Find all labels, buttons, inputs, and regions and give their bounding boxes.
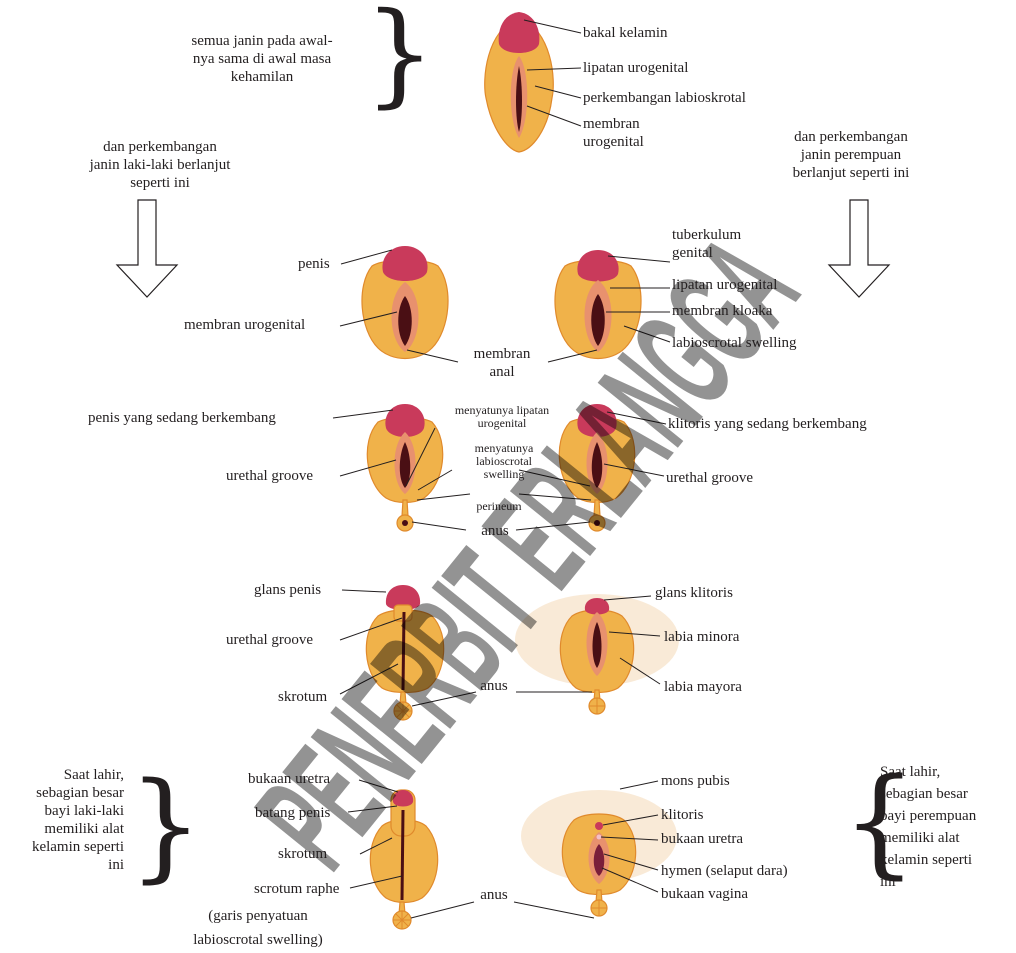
brace-top: } <box>364 0 435 110</box>
label-scrotum-raphe: scrotum raphe <box>254 880 339 898</box>
label-membran-urogenital: membran urogenital <box>583 115 644 151</box>
label-menyatunya-labioscrotal: menyatunya labioscrotal swelling <box>444 442 564 481</box>
male-branch-arrow <box>117 200 177 297</box>
label-skrotum-stage4: skrotum <box>278 688 327 706</box>
label-anus-stage4: anus <box>466 677 522 695</box>
label-hymen: hymen (selaput dara) <box>661 862 788 880</box>
label-membran-kloaka: membran kloaka <box>672 302 772 320</box>
brace-male: } <box>128 766 203 884</box>
label-urethal-groove-male: urethal groove <box>226 467 313 485</box>
female-branch-arrow <box>829 200 889 297</box>
male-birth-note: Saat lahir, sebagian besar bayi laki-lak… <box>0 766 124 874</box>
female-birth-note: Saat lahir, sebagian besar bayi perempua… <box>880 761 976 893</box>
label-tuberkulum-genital: tuberkulum genital <box>672 226 741 262</box>
branch-connector <box>447 181 573 215</box>
label-bukaan-uretra-male: bukaan uretra <box>248 770 330 788</box>
female-branch-text: dan perkembangan janin perempuan berlanj… <box>766 128 936 182</box>
label-klitoris-berkembang: klitoris yang sedang berkembang <box>668 415 867 433</box>
female-stage5-figure <box>521 790 677 916</box>
label-batang-penis: batang penis <box>255 804 330 822</box>
label-penis-berkembang: penis yang sedang berkembang <box>88 409 276 427</box>
label-membran-urogenital-male: membran urogenital <box>184 316 305 334</box>
label-klitoris: klitoris <box>661 806 704 824</box>
label-urethal-groove-female: urethal groove <box>666 469 753 487</box>
label-anus-stage3: anus <box>460 522 530 540</box>
label-urethal-groove-stage4: urethal groove <box>226 631 313 649</box>
label-anus-stage5: anus <box>466 886 522 904</box>
label-labia-minora: labia minora <box>664 628 739 646</box>
label-bukaan-vagina: bukaan vagina <box>661 885 748 903</box>
label-penis: penis <box>298 255 330 273</box>
label-glans-klitoris: glans klitoris <box>655 584 733 602</box>
label-lipatan-urogenital: lipatan urogenital <box>583 59 688 77</box>
male-stage2-figure <box>362 246 448 359</box>
label-perkembangan-labioskrotal: perkembangan labioskrotal <box>583 89 746 107</box>
label-glans-penis: glans penis <box>254 581 321 599</box>
label-mons-pubis: mons pubis <box>661 772 730 790</box>
label-menyatunya-lipatan: menyatunya lipatan urogenital <box>432 404 572 430</box>
indifferent-embryo-figure <box>485 12 554 152</box>
label-skrotum-stage5: skrotum <box>278 845 327 863</box>
label-perineum: perineum <box>454 500 544 513</box>
male-branch-text: dan perkembangan janin laki-laki berlanj… <box>60 138 260 192</box>
label-labia-mayora: labia mayora <box>664 678 742 696</box>
label-garis-penyatuan: (garis penyatuan labioscrotal swelling) <box>168 904 348 952</box>
label-bukaan-uretra-female: bukaan uretra <box>661 830 743 848</box>
label-labioscrotal-swelling: labioscrotal swelling <box>672 334 797 352</box>
label-membran-anal: membran anal <box>452 345 552 381</box>
label-lipatan-urogenital-female: lipatan urogenital <box>672 276 777 294</box>
indifferent-stage-note: semua janin pada awal- nya sama di awal … <box>164 32 360 86</box>
label-bakal-kelamin: bakal kelamin <box>583 24 668 42</box>
